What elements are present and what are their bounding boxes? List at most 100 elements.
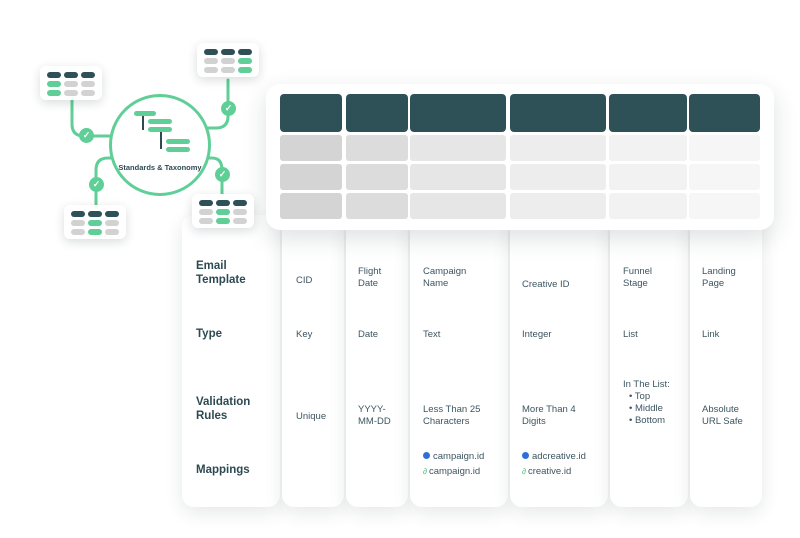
mini-cell bbox=[221, 58, 235, 64]
mini-cell bbox=[221, 49, 235, 55]
table-cell bbox=[510, 164, 606, 190]
hub-label: Standards & Taxonomy bbox=[118, 163, 202, 172]
mini-cell bbox=[71, 229, 85, 235]
table-cell bbox=[609, 193, 687, 219]
facebook-icon bbox=[423, 452, 430, 459]
mini-cell bbox=[238, 58, 252, 64]
mini-cell bbox=[199, 209, 213, 215]
mini-table bbox=[40, 66, 102, 100]
landing-type: Link bbox=[702, 329, 720, 340]
mini-cell bbox=[105, 211, 119, 217]
column-card-labels bbox=[182, 215, 280, 507]
cid-type: Key bbox=[296, 329, 313, 340]
table-cell bbox=[346, 164, 408, 190]
mini-cell bbox=[64, 90, 78, 96]
campaign-mapping-link: ∂campaign.id bbox=[423, 466, 481, 477]
mini-cell bbox=[233, 218, 247, 224]
tree-node bbox=[166, 139, 190, 144]
flight-email: Flight Date bbox=[358, 266, 382, 289]
table-cell bbox=[689, 135, 760, 161]
mini-cell bbox=[81, 72, 95, 78]
mini-cell bbox=[47, 81, 61, 87]
table-cell bbox=[689, 164, 760, 190]
campaign-type: Text bbox=[423, 329, 441, 340]
facebook-icon bbox=[522, 452, 529, 459]
mini-cell bbox=[81, 81, 95, 87]
mini-table bbox=[192, 194, 254, 228]
table-header-cell bbox=[510, 94, 606, 132]
table-cell bbox=[609, 164, 687, 190]
link-icon: ∂ bbox=[423, 467, 427, 476]
standards-taxonomy-hub: Standards & Taxonomy bbox=[109, 94, 211, 196]
funnel-validation-title: In The List: bbox=[623, 379, 670, 390]
mini-cell bbox=[81, 90, 95, 96]
mini-cell bbox=[204, 58, 218, 64]
list-item: Middle bbox=[623, 403, 670, 415]
column-card-creative bbox=[510, 215, 608, 507]
mini-cell bbox=[47, 90, 61, 96]
creative-mapping-facebook: adcreative.id bbox=[522, 451, 586, 463]
column-card-funnel bbox=[610, 215, 688, 507]
landing-validation: Absolute URL Safe bbox=[702, 404, 743, 427]
mini-cell bbox=[204, 67, 218, 73]
mini-cell bbox=[88, 211, 102, 217]
funnel-validation: In The List: Top Middle Bottom bbox=[623, 379, 670, 427]
campaign-validation: Less Than 25 Characters bbox=[423, 404, 481, 427]
tree-branch bbox=[160, 132, 162, 149]
table-cell bbox=[609, 135, 687, 161]
row-heading-validation-rules: Validation Rules bbox=[196, 396, 251, 422]
flight-validation: YYYY- MM-DD bbox=[358, 404, 391, 427]
mini-table bbox=[64, 205, 126, 239]
mini-cell bbox=[71, 220, 85, 226]
column-card-flight bbox=[346, 215, 408, 507]
table-cell bbox=[280, 164, 342, 190]
mini-cell bbox=[204, 49, 218, 55]
row-heading-type: Type bbox=[196, 328, 222, 340]
table-cell bbox=[346, 193, 408, 219]
mini-cell bbox=[216, 209, 230, 215]
landing-email: Landing Page bbox=[702, 266, 736, 289]
table-cell bbox=[280, 135, 342, 161]
mini-cell bbox=[221, 67, 235, 73]
table-cell bbox=[410, 164, 506, 190]
campaign-email: Campaign Name bbox=[423, 266, 467, 289]
mini-cell bbox=[216, 200, 230, 206]
mini-table bbox=[197, 43, 259, 77]
mini-cell bbox=[233, 209, 247, 215]
creative-type: Integer bbox=[522, 329, 552, 340]
mini-cell bbox=[233, 200, 247, 206]
flight-type: Date bbox=[358, 329, 379, 340]
row-heading-email-template: Email Template bbox=[196, 260, 246, 286]
mini-cell bbox=[105, 229, 119, 235]
creative-validation: More Than 4 Digits bbox=[522, 404, 576, 427]
mini-cell bbox=[238, 67, 252, 73]
table-header-cell bbox=[346, 94, 408, 132]
table-header-cell bbox=[280, 94, 342, 132]
funnel-email: Funnel Stage bbox=[623, 266, 653, 289]
mini-cell bbox=[105, 220, 119, 226]
table-cell bbox=[280, 193, 342, 219]
tree-node bbox=[148, 119, 172, 124]
table-cell bbox=[689, 193, 760, 219]
table-header-cell bbox=[410, 94, 506, 132]
mini-cell bbox=[64, 81, 78, 87]
column-card-cid bbox=[282, 215, 344, 507]
check-icon: ✓ bbox=[79, 128, 94, 143]
mini-cell bbox=[64, 72, 78, 78]
check-icon: ✓ bbox=[221, 101, 236, 116]
funnel-type: List bbox=[623, 329, 638, 340]
table-cell bbox=[510, 193, 606, 219]
table-cell bbox=[410, 193, 506, 219]
cid-email: CID bbox=[296, 275, 313, 286]
tree-node bbox=[148, 127, 172, 132]
table-header-cell bbox=[689, 94, 760, 132]
mini-cell bbox=[47, 72, 61, 78]
cid-validation: Unique bbox=[296, 411, 327, 422]
mini-cell bbox=[88, 229, 102, 235]
mini-cell bbox=[71, 211, 85, 217]
check-icon: ✓ bbox=[215, 167, 230, 182]
column-card-campaign bbox=[410, 215, 508, 507]
check-icon: ✓ bbox=[89, 177, 104, 192]
tree-branch bbox=[142, 116, 144, 130]
